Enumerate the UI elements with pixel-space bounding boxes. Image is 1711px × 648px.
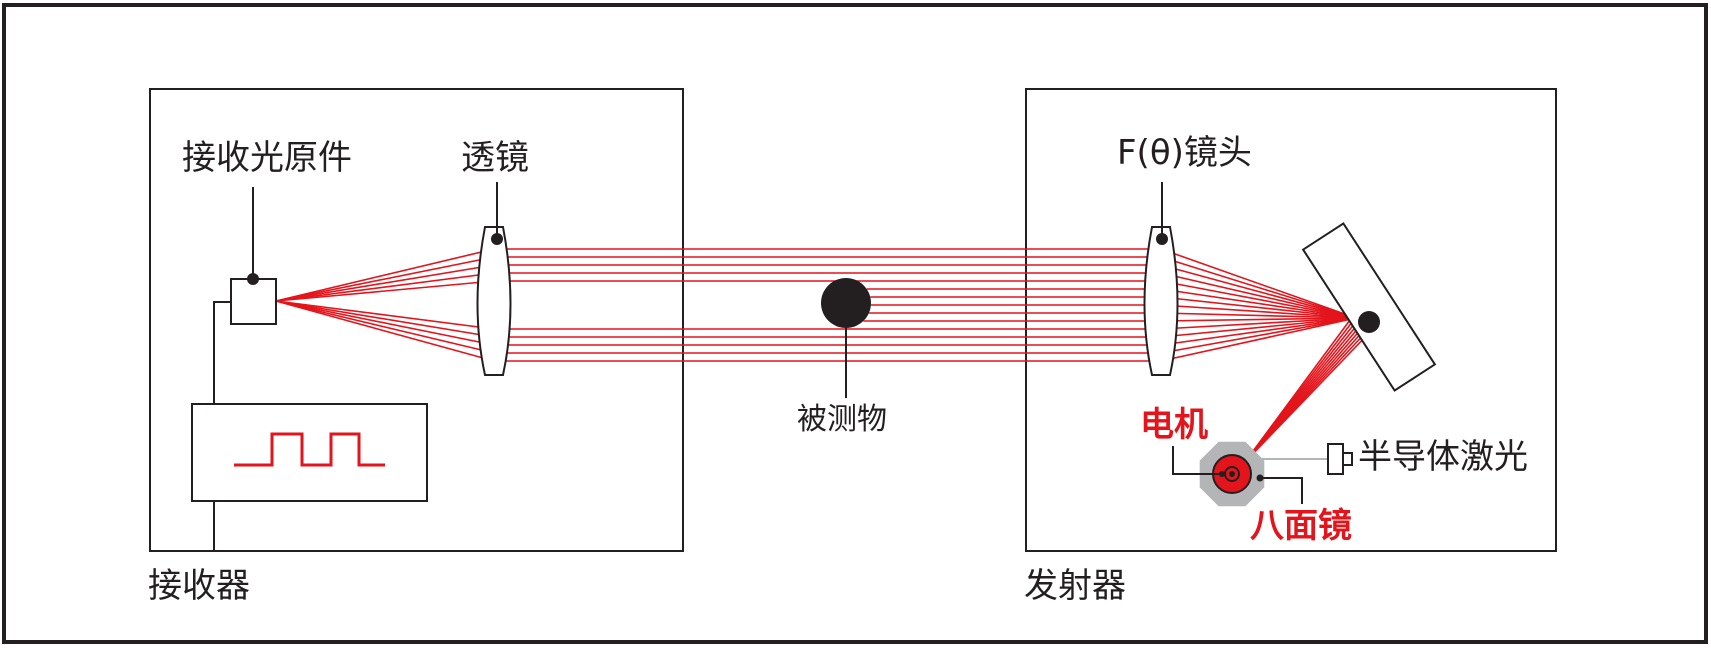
beam-converging xyxy=(275,300,495,338)
emitter-box-label: 发射器 xyxy=(1024,566,1126,606)
beam-lens-to-mirror xyxy=(1160,317,1357,330)
beam-lens-to-mirror xyxy=(1160,288,1357,319)
beam-converging xyxy=(275,300,495,346)
measured-object xyxy=(821,278,871,328)
beam-converging xyxy=(275,248,495,302)
tilted-mirror xyxy=(1301,222,1437,392)
polygon-mirror-leader xyxy=(1260,477,1303,504)
beam-lens-to-mirror xyxy=(1160,272,1357,319)
measured-object-label: 被测物 xyxy=(797,402,887,437)
beam-lens-to-mirror xyxy=(1160,312,1357,319)
beam-lens-to-mirror xyxy=(1160,296,1357,319)
beam-lens-to-mirror xyxy=(1160,248,1357,319)
beam-lens-to-mirror xyxy=(1160,317,1357,362)
beam-lens-to-mirror xyxy=(1160,304,1357,319)
receiving-element-label: 接收光原件 xyxy=(182,138,352,178)
receiver-box xyxy=(149,88,684,552)
beam-lens-to-mirror xyxy=(1160,317,1357,346)
beam-converging xyxy=(275,272,495,302)
receiving-element xyxy=(230,278,277,325)
beam-converging xyxy=(275,264,495,302)
motor-shaft xyxy=(1229,471,1235,477)
motor-leader xyxy=(1172,446,1222,475)
beam-converging xyxy=(275,256,495,302)
motor-label: 电机 xyxy=(1140,405,1208,445)
f-theta-lens-label: F(θ)镜头 xyxy=(1117,133,1252,173)
beam-lens-to-mirror xyxy=(1160,280,1357,319)
beam-converging xyxy=(275,300,495,354)
semiconductor-laser-icon xyxy=(1327,443,1344,475)
beam-lens-to-mirror xyxy=(1160,264,1357,319)
receiver-box-label: 接收器 xyxy=(148,566,250,606)
laser-beams xyxy=(275,248,1371,463)
beam-lens-to-mirror xyxy=(1160,256,1357,319)
f-theta-lens-dot xyxy=(1156,233,1168,245)
receiver-lens xyxy=(476,226,512,376)
tilted-mirror-dot xyxy=(1358,311,1380,333)
beam-lens-to-mirror xyxy=(1160,317,1357,354)
receiving-element-dot xyxy=(247,273,259,285)
beam-lens-to-mirror xyxy=(1160,317,1357,338)
beam-converging xyxy=(275,300,495,330)
semiconductor-laser-tip xyxy=(1342,452,1353,466)
polygon-mirror-label: 八面镜 xyxy=(1250,506,1352,546)
beam-polygon-fan xyxy=(1244,331,1371,463)
outer-frame xyxy=(2,3,1708,644)
semiconductor-laser-label: 半导体激光 xyxy=(1358,437,1528,477)
signal-wire xyxy=(213,301,231,404)
beam-converging xyxy=(275,280,495,302)
emitter-box xyxy=(1025,88,1557,552)
beam-lens-to-mirror xyxy=(1160,317,1357,322)
receiver-lens-dot xyxy=(491,233,503,245)
pulse-waveform-icon xyxy=(234,432,385,467)
lens-label: 透镜 xyxy=(461,138,529,178)
beam-converging xyxy=(275,300,495,362)
signal-box xyxy=(191,403,428,502)
f-theta-lens xyxy=(1143,226,1179,376)
